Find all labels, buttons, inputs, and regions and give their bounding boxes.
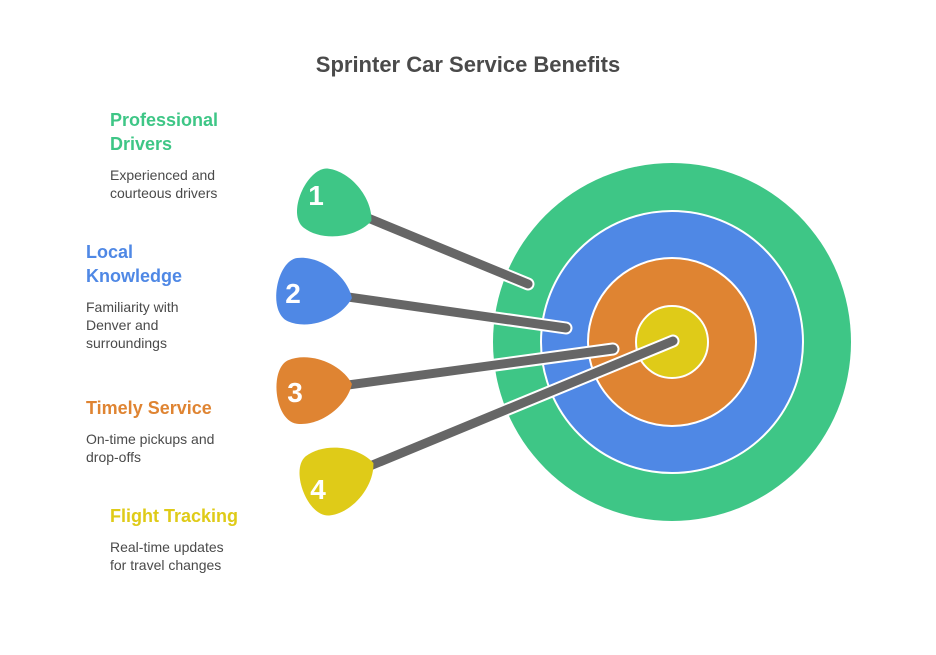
dart-number: 1 [308, 180, 324, 211]
description-line: Denver and [86, 317, 159, 333]
benefit-local-knowledge: Local Knowledge Familiarity with Denver … [86, 240, 182, 352]
benefit-description: Real-time updates for travel changes [110, 538, 238, 574]
dart-1: 1 [297, 168, 535, 291]
benefit-heading: Professional Drivers [110, 108, 218, 156]
heading-line: Timely Service [86, 398, 212, 418]
benefit-heading: Local Knowledge [86, 240, 182, 288]
description-line: for travel changes [110, 557, 222, 573]
dart-shaft [343, 292, 571, 333]
benefit-professional-drivers: Professional Drivers Experienced and cou… [110, 108, 218, 202]
description-line: surroundings [86, 335, 167, 351]
dart-number: 2 [285, 278, 301, 309]
dart-flight [297, 168, 372, 237]
benefit-description: Experienced and courteous drivers [110, 166, 218, 202]
benefit-timely-service: Timely Service On-time pickups and drop-… [86, 396, 214, 466]
benefit-heading: Timely Service [86, 396, 214, 420]
dart-shaft [365, 336, 678, 471]
description-line: On-time pickups and [86, 431, 215, 447]
dart-flight [276, 357, 352, 424]
description-line: courteous drivers [110, 185, 218, 201]
dart-shaft [343, 344, 618, 390]
dart-2: 2 [276, 257, 573, 335]
benefit-description: Familiarity with Denver and surroundings [86, 298, 182, 352]
heading-line: Professional [110, 110, 219, 130]
dart-4: 4 [299, 334, 680, 516]
benefit-flight-tracking: Flight Tracking Real-time updates for tr… [110, 504, 238, 574]
description-line: Real-time updates [110, 539, 224, 555]
dart-shaft [363, 213, 533, 289]
benefit-description: On-time pickups and drop-offs [86, 430, 214, 466]
diagram-title: Sprinter Car Service Benefits [315, 52, 621, 77]
description-line: drop-offs [86, 449, 141, 465]
heading-line: Flight Tracking [110, 506, 239, 526]
dart-flight [276, 257, 352, 325]
description-line: Familiarity with [86, 299, 179, 315]
benefit-heading: Flight Tracking [110, 504, 238, 528]
heading-line: Knowledge [86, 266, 183, 286]
heading-line: Local [86, 242, 134, 262]
dart-number: 4 [310, 474, 326, 505]
dart-3: 3 [276, 342, 620, 424]
heading-line: Drivers [110, 134, 173, 154]
dart-number: 3 [287, 377, 303, 408]
dart-flight [299, 447, 374, 516]
description-line: Experienced and [110, 167, 216, 183]
